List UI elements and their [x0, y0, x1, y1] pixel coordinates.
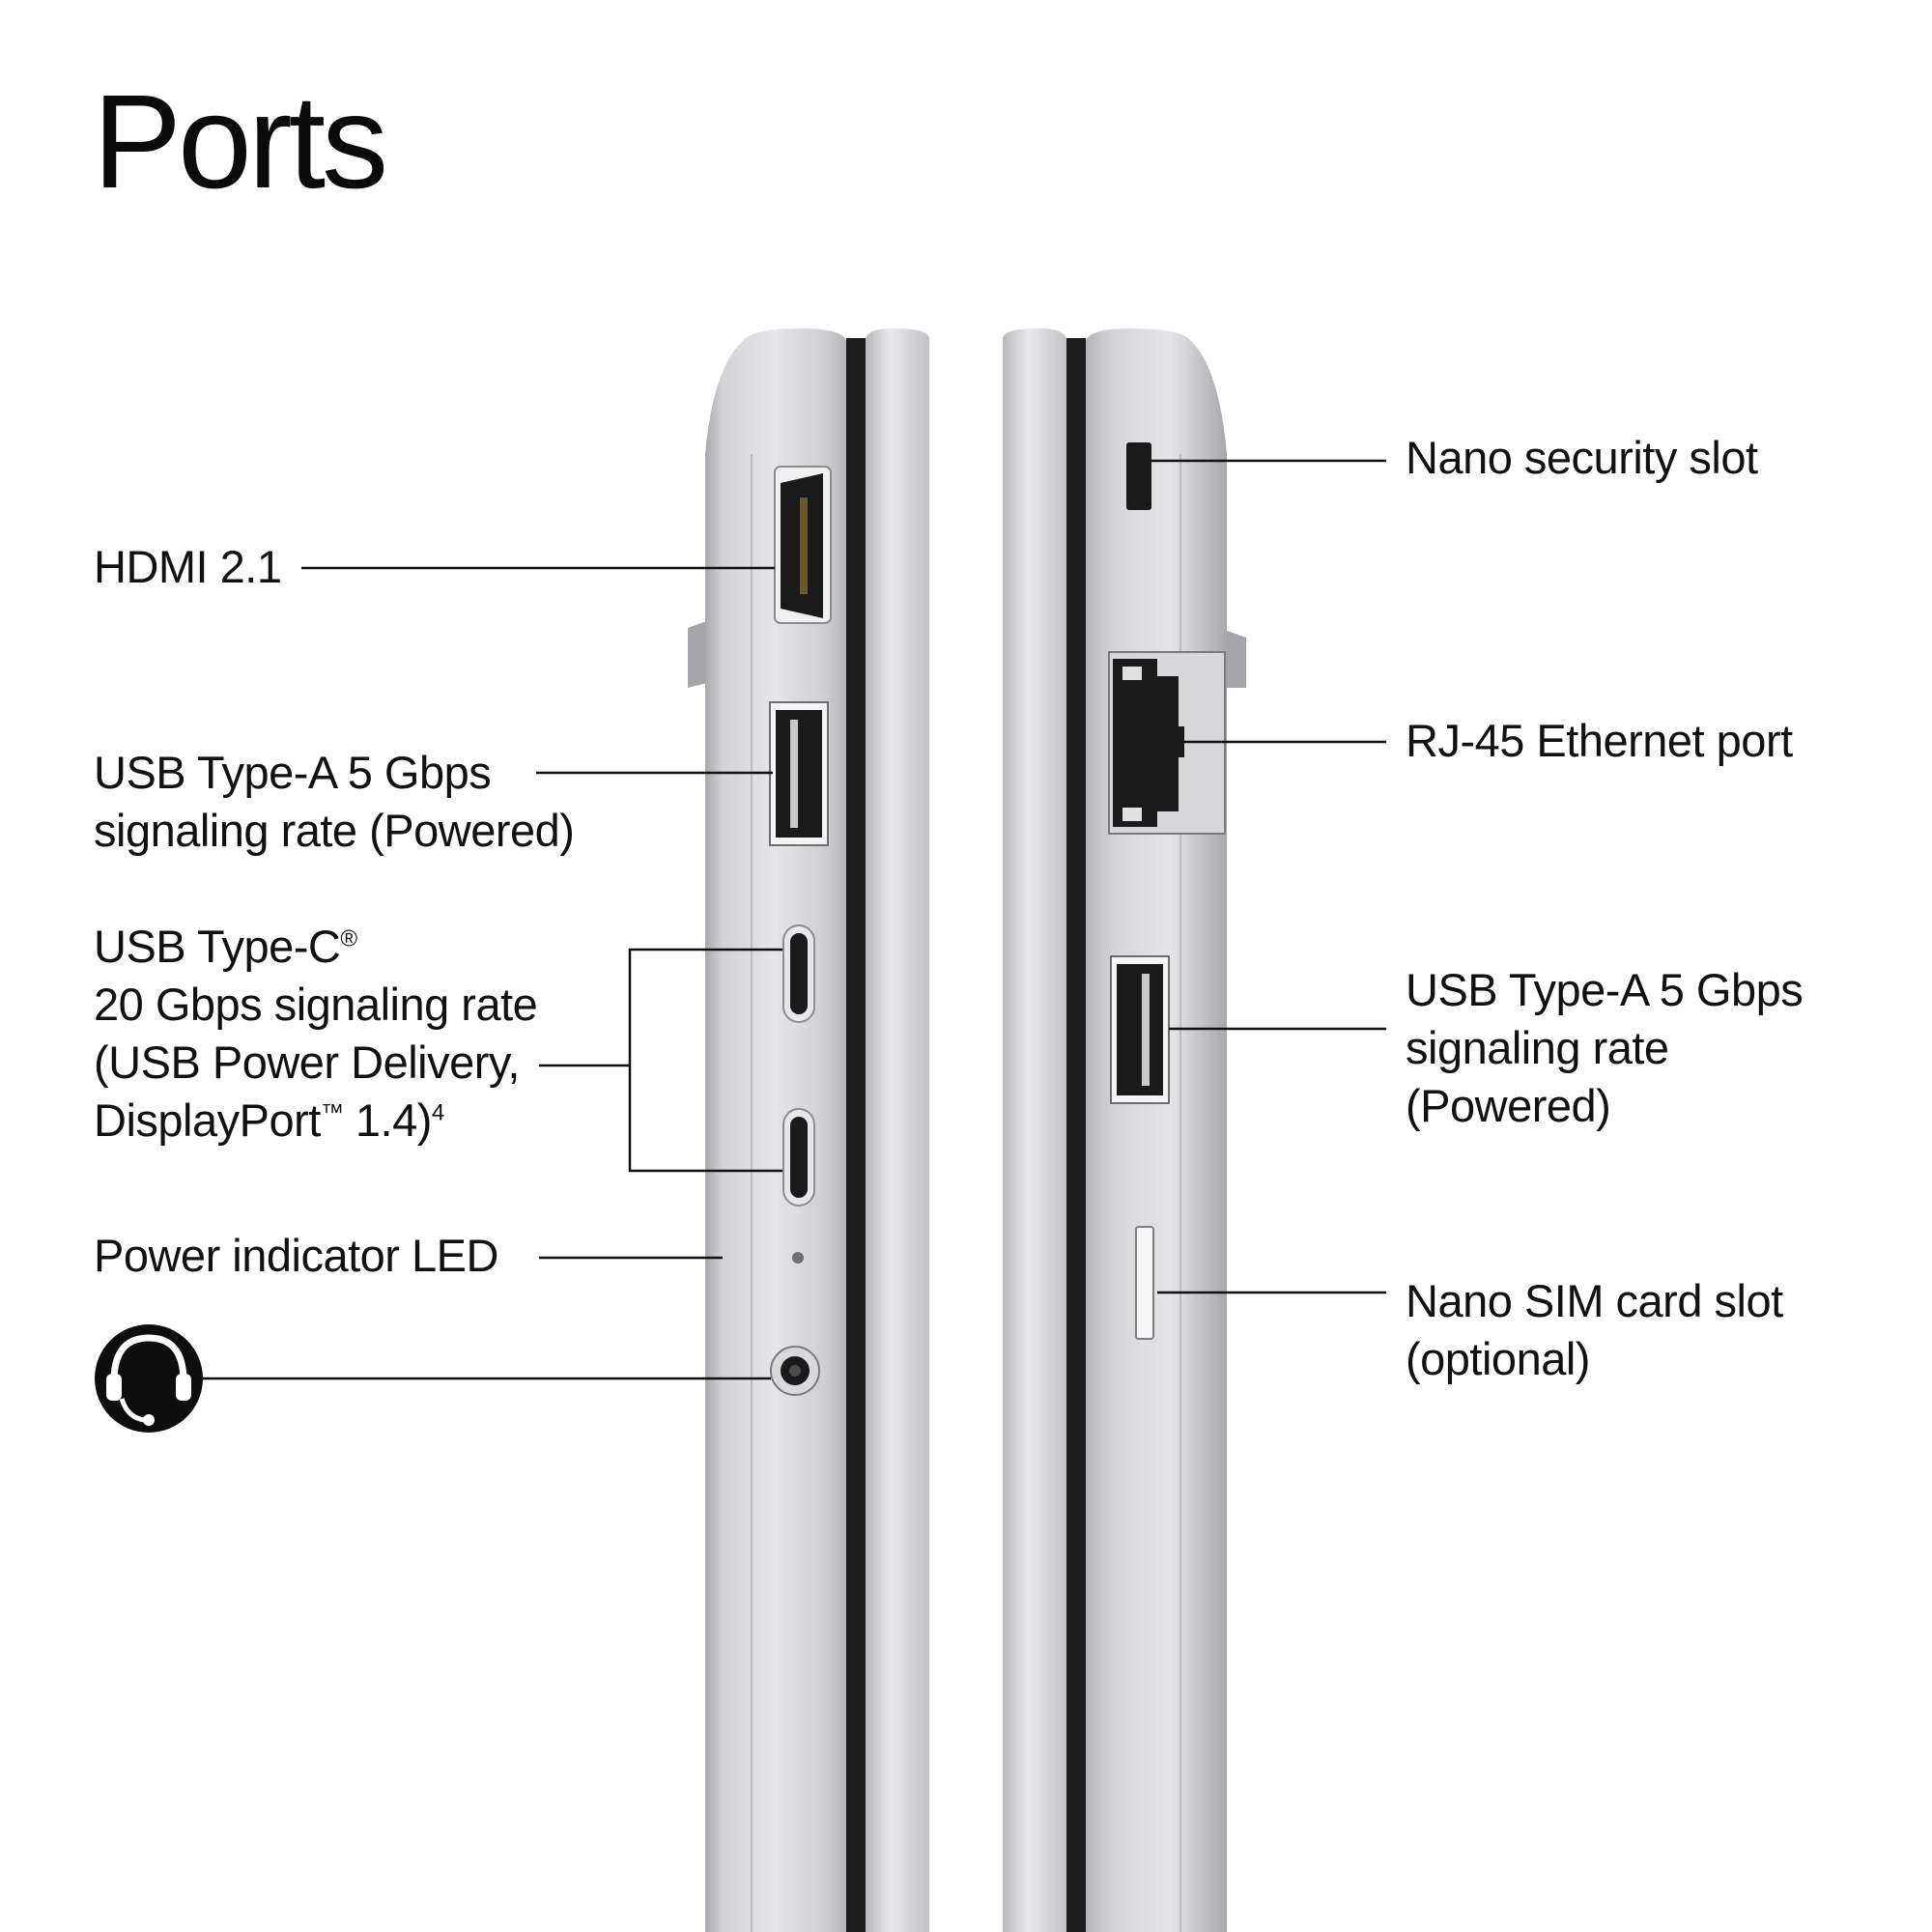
headset-icon: [95, 1324, 203, 1433]
label-usb-c: USB Type-C® 20 Gbps signaling rate (USB …: [94, 921, 538, 1146]
page-title: Ports: [93, 68, 388, 216]
label-power-led: Power indicator LED: [94, 1230, 498, 1281]
label-nano-sim: Nano SIM card slot (optional): [1406, 1275, 1783, 1384]
label-usb-a-left: USB Type-A 5 Gbps signaling rate (Powere…: [94, 747, 575, 856]
left-lid: [866, 328, 929, 1932]
usb-c-port-2: [782, 1108, 815, 1207]
audio-jack: [770, 1346, 820, 1396]
nano-sim-slot: [1135, 1226, 1154, 1340]
usb-a-port-right: [1110, 955, 1170, 1104]
leader-lines: [203, 459, 1386, 1380]
usb-a-port-left: [769, 701, 829, 846]
right-gap: [1066, 338, 1086, 1932]
hdmi-port: [774, 466, 832, 624]
power-led: [792, 1252, 804, 1264]
left-gap: [846, 338, 866, 1932]
right-base-body: [1086, 328, 1227, 1932]
nano-security-slot: [1126, 442, 1151, 510]
label-hdmi: HDMI 2.1: [94, 541, 282, 592]
label-usb-a-right: USB Type-A 5 Gbps signaling rate (Powere…: [1406, 964, 1804, 1131]
right-lid: [1003, 328, 1066, 1932]
label-nano-security-slot: Nano security slot: [1406, 432, 1758, 483]
label-rj45: RJ-45 Ethernet port: [1406, 715, 1793, 766]
usb-c-port-1: [782, 924, 815, 1023]
